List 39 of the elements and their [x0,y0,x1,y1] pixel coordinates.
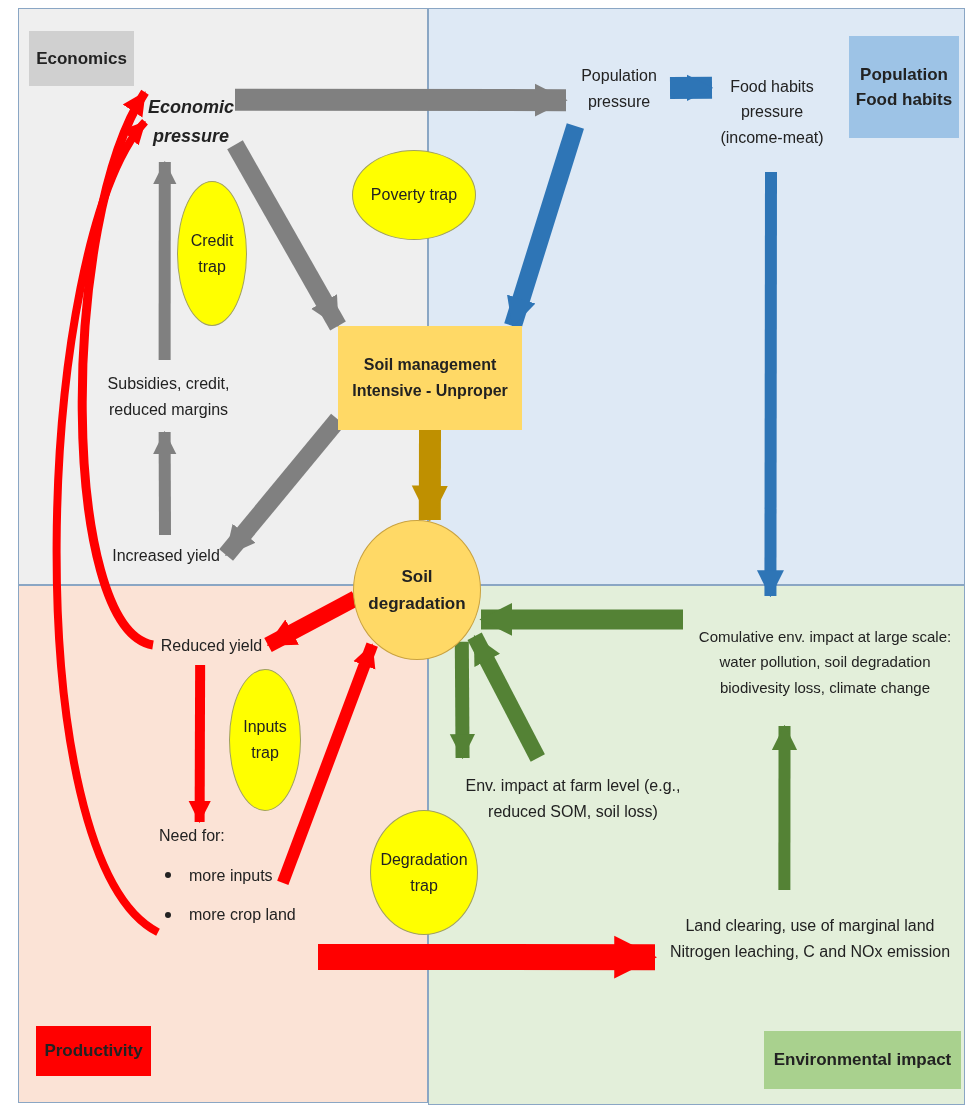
node-label: Reduced yield [154,626,269,666]
block-arrow [411,429,449,522]
curved-arrow [52,119,161,936]
block-arrow [449,641,475,760]
node-label: Food habits pressure (income-meat) [713,51,831,173]
block-arrow [227,140,346,331]
panel-label: Population Food habits [849,36,959,138]
trap-label: Inputs trap [242,717,288,763]
node-label: Economic pressure [146,81,236,163]
panel-label: Environmental impact [764,1031,961,1089]
curved-arrow [77,90,156,649]
block-arrow [188,665,211,824]
block-arrow [153,160,177,360]
trap-label: Credit trap [189,230,235,277]
node-label: Comulative env. impact at large scale: water pollution, soil degradation biodivesity loss, climate change [684,597,965,727]
block-arrow [771,724,798,890]
node-label: Need for: [159,826,225,846]
block-arrow [756,172,784,598]
node-label: Env. impact at farm level (e.g., reduced SOM, soil loss) [459,759,687,839]
bullet-text: more inputs [189,865,273,886]
node-label: Soil degradation [367,565,467,615]
block-arrow [504,123,584,329]
trap-label: Poverty trap [369,185,459,206]
block-arrow [669,74,714,102]
block-arrow [234,83,568,117]
panel-label: Productivity [36,1026,151,1076]
block-arrow [153,430,177,536]
block-arrow [277,642,378,885]
node-label: Population pressure [567,51,671,127]
node-label: Subsidies, credit, reduced margins [96,361,241,433]
block-arrow [467,632,545,762]
process-box: Soil management Intensive - Unproper [338,326,522,430]
node-label: Land clearing, use of marginal land Nitrogen leaching, C and NOx emission [656,891,964,987]
bullet-text: more crop land [189,905,296,926]
panel-label: Economics [29,31,134,86]
block-arrow [318,935,658,979]
node-label: Increased yield [101,536,231,576]
block-arrow [479,602,683,636]
trap-label: Degradation trap [379,849,469,896]
